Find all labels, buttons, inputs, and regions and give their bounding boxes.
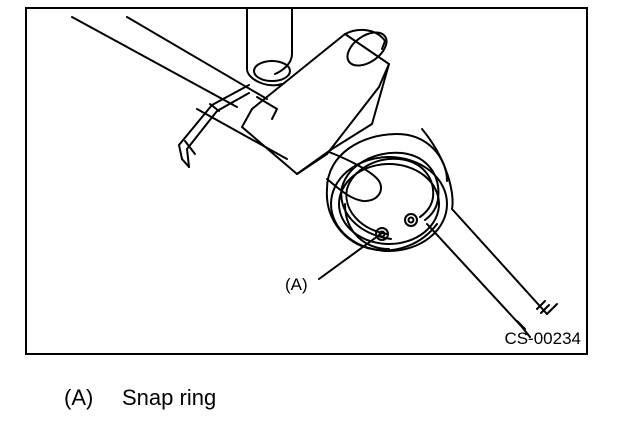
control-arm — [421, 128, 558, 338]
figure-code: CS-00234 — [504, 329, 581, 348]
legend-key: (A) — [64, 385, 94, 410]
bushing-housing — [325, 133, 448, 252]
callout-leader-line — [318, 232, 383, 280]
hook-clamp — [178, 84, 250, 168]
legend: (A) Snap ring — [64, 385, 216, 411]
callout-label-a: (A) — [285, 275, 308, 294]
shaft — [326, 151, 382, 203]
tool-handle — [246, 9, 293, 87]
installer-tool — [241, 28, 390, 175]
figure-frame: (A) CS-00234 — [25, 7, 588, 355]
legend-text: Snap ring — [122, 385, 217, 410]
snap-ring-illustration — [71, 9, 558, 338]
